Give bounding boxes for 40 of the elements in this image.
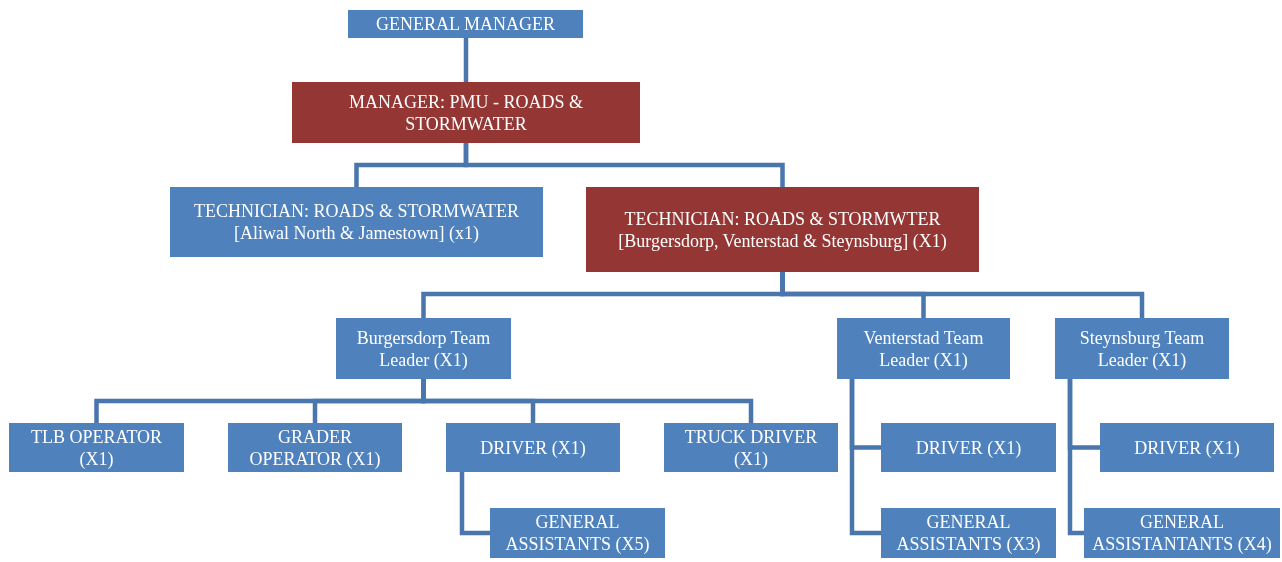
position-box	[881, 508, 1056, 558]
position-box	[336, 318, 511, 379]
position-box	[837, 318, 1010, 379]
position-box	[1100, 423, 1274, 472]
position-box	[881, 423, 1056, 472]
position-box	[228, 423, 402, 472]
position-box	[664, 423, 838, 472]
position-title: DRIVER (X1)	[915, 436, 1022, 459]
position-title: GENERAL ASSISTANTS (X5)	[504, 511, 651, 555]
position-box	[348, 10, 583, 38]
position-title: [Burgersdorp, Venterstad & Steynsburg] (X1)	[618, 229, 947, 252]
connector-line	[1067, 379, 1084, 536]
position-title: [Aliwal North & Jamestown] (x1)	[234, 222, 479, 244]
position-title: Burgersdorp Team Leader (X1)	[355, 326, 492, 371]
position-box	[490, 508, 665, 558]
position-title: DRIVER (X1)	[480, 436, 586, 459]
connector-line	[849, 379, 881, 536]
position-box	[170, 187, 543, 257]
highlighted-position-box	[586, 187, 979, 272]
position-title: GRADER OPERATOR (X1)	[248, 425, 382, 470]
position-title: GENERAL ASSISTANTANTS (X4)	[1091, 511, 1273, 555]
highlighted-position-box	[292, 82, 640, 143]
position-title: Steynsburg Team Leader (X1)	[1078, 326, 1206, 371]
position-box	[1084, 508, 1280, 558]
position-box	[446, 423, 620, 472]
position-title: GENERAL ASSISTANTS (X3)	[895, 511, 1042, 555]
connector-line	[463, 143, 785, 187]
position-box	[1055, 318, 1229, 379]
connector-line	[780, 272, 1145, 318]
position-title: Venterstad Team Leader (X1)	[862, 326, 985, 371]
position-title: MANAGER: PMU - ROADS & STORMWATER	[348, 90, 584, 135]
position-title: TLB OPERATOR (X1)	[29, 425, 164, 470]
position-title: TECHNICIAN: ROADS & STORMWTER	[624, 207, 941, 230]
position-title: DRIVER (X1)	[1134, 436, 1240, 459]
position-title: TRUCK DRIVER (X1)	[683, 425, 819, 470]
position-title: GENERAL MANAGER	[376, 13, 555, 35]
connector-line	[459, 472, 490, 536]
position-title: TECHNICIAN: ROADS & STORMWATER	[193, 200, 520, 222]
connector-line	[463, 38, 469, 82]
position-box	[9, 423, 184, 472]
